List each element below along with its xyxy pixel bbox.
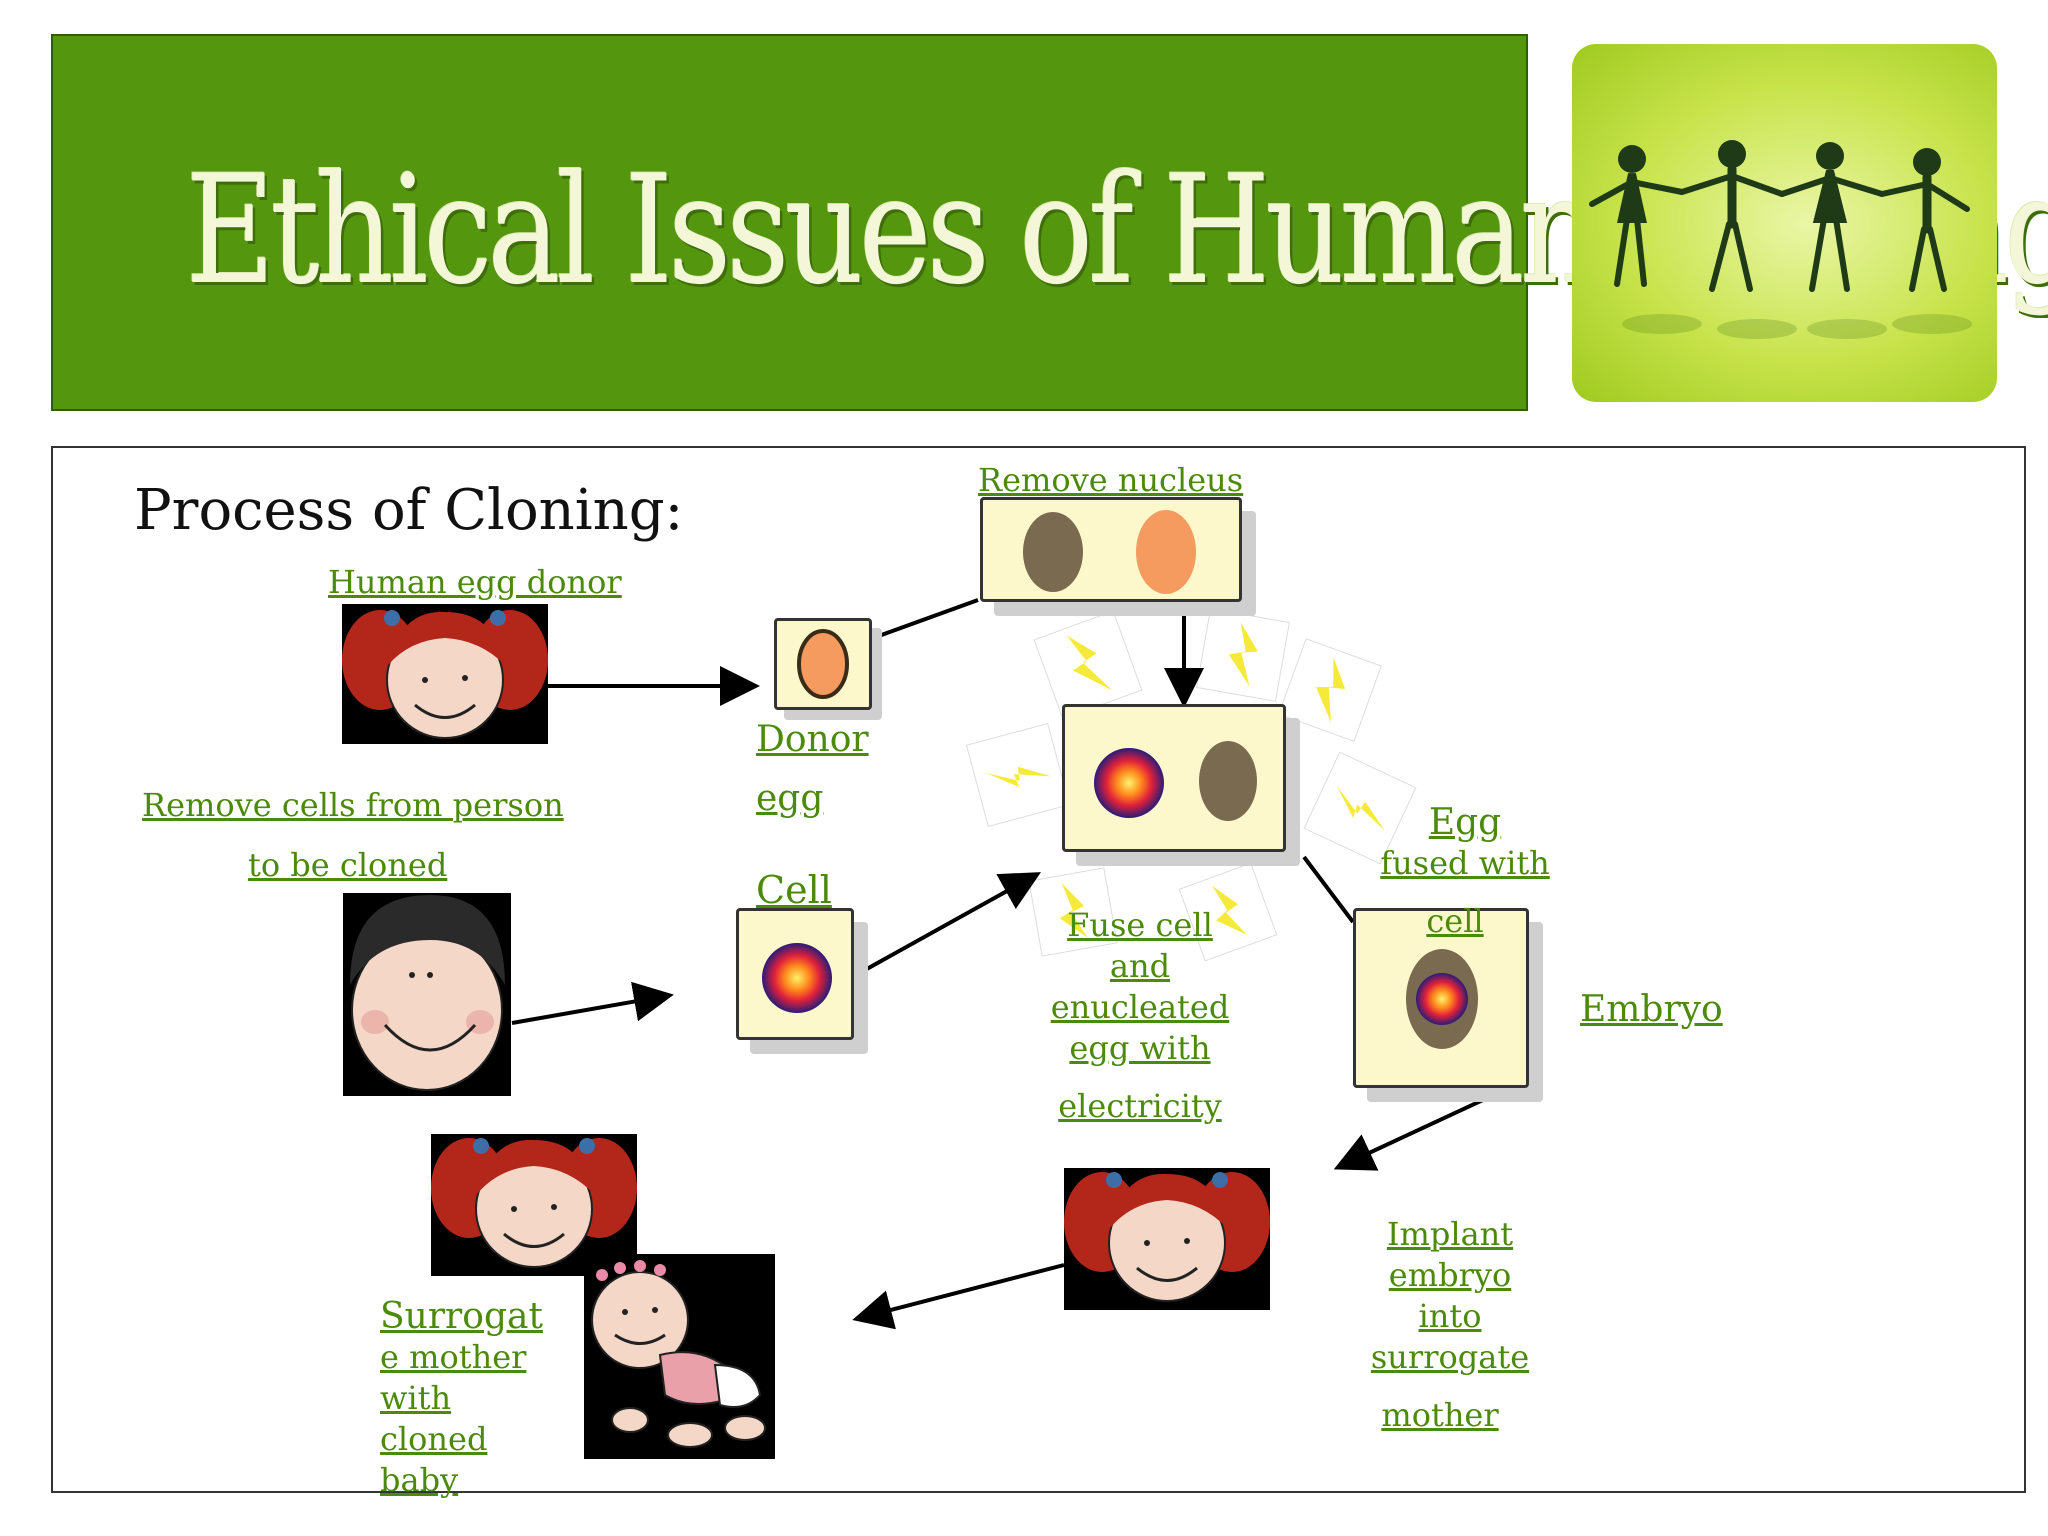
girl-face-icon [431, 1134, 637, 1276]
label-fused-with[interactable]: fused with [1380, 844, 1550, 882]
label-fuse-electricity[interactable]: electricity [1058, 1087, 1222, 1125]
donor-egg-cell [774, 618, 872, 710]
label-surrogat[interactable]: Surrogat [380, 1296, 543, 1337]
egg-nucleus-icon [797, 629, 849, 699]
label-fused-cell[interactable]: cell [1426, 902, 1484, 940]
label-implant-mother[interactable]: mother [1381, 1396, 1499, 1434]
label-donor[interactable]: Donor [756, 719, 869, 760]
label-implant[interactable]: Implant [1386, 1215, 1514, 1253]
label-egg[interactable]: egg [756, 778, 824, 819]
label-fuse-egg-with[interactable]: egg with [1069, 1029, 1211, 1067]
label-fuse-and[interactable]: and [1109, 947, 1171, 985]
label-implant-embryo[interactable]: embryo [1388, 1256, 1512, 1294]
process-title: Process of Cloning: [134, 478, 684, 543]
embryo-icon [1406, 949, 1478, 1049]
body-cell [736, 908, 854, 1040]
label-implant-surrogate[interactable]: surrogate [1370, 1338, 1530, 1376]
label-fuse-enucleated[interactable]: enucleated [1050, 988, 1230, 1026]
lightning-bolt-icon [965, 608, 1417, 962]
fused-nuclei-icon [1094, 741, 1257, 821]
label-egg-fused[interactable]: Egg [1428, 802, 1502, 843]
label-human-egg-donor[interactable]: Human egg donor [328, 563, 622, 601]
title-banner: Ethical Issues of Human Cloning [51, 34, 2048, 411]
cell-nucleus-icon [762, 943, 832, 1013]
label-fuse-cell[interactable]: Fuse cell [1067, 906, 1213, 944]
label-cloned[interactable]: cloned [380, 1420, 488, 1458]
label-remove-nucleus[interactable]: Remove nucleus [978, 461, 1244, 499]
label-embryo[interactable]: Embryo [1580, 989, 1723, 1030]
label-remove-cells[interactable]: Remove cells from person [142, 786, 564, 824]
embryo-cell [1353, 908, 1529, 1088]
label-implant-into[interactable]: into [1418, 1297, 1482, 1335]
girl-face-icon [1064, 1168, 1270, 1310]
arrow-icon [511, 598, 1527, 1330]
label-cell[interactable]: Cell [756, 868, 832, 912]
nuclei-icon [1023, 510, 1196, 594]
remove-nucleus-cell [980, 497, 1242, 602]
label-with[interactable]: with [380, 1379, 452, 1417]
paper-people-chain-icon [1589, 140, 1972, 339]
crawling-baby-icon [584, 1254, 775, 1459]
logo-tile [1572, 44, 1997, 402]
label-e-mother[interactable]: e mother [380, 1338, 527, 1376]
label-baby[interactable]: baby [380, 1461, 459, 1499]
label-to-be-cloned[interactable]: to be cloned [248, 846, 448, 884]
girl-face-icon [342, 604, 548, 744]
boy-face-icon [343, 893, 511, 1096]
fusion-cell [1062, 704, 1286, 852]
